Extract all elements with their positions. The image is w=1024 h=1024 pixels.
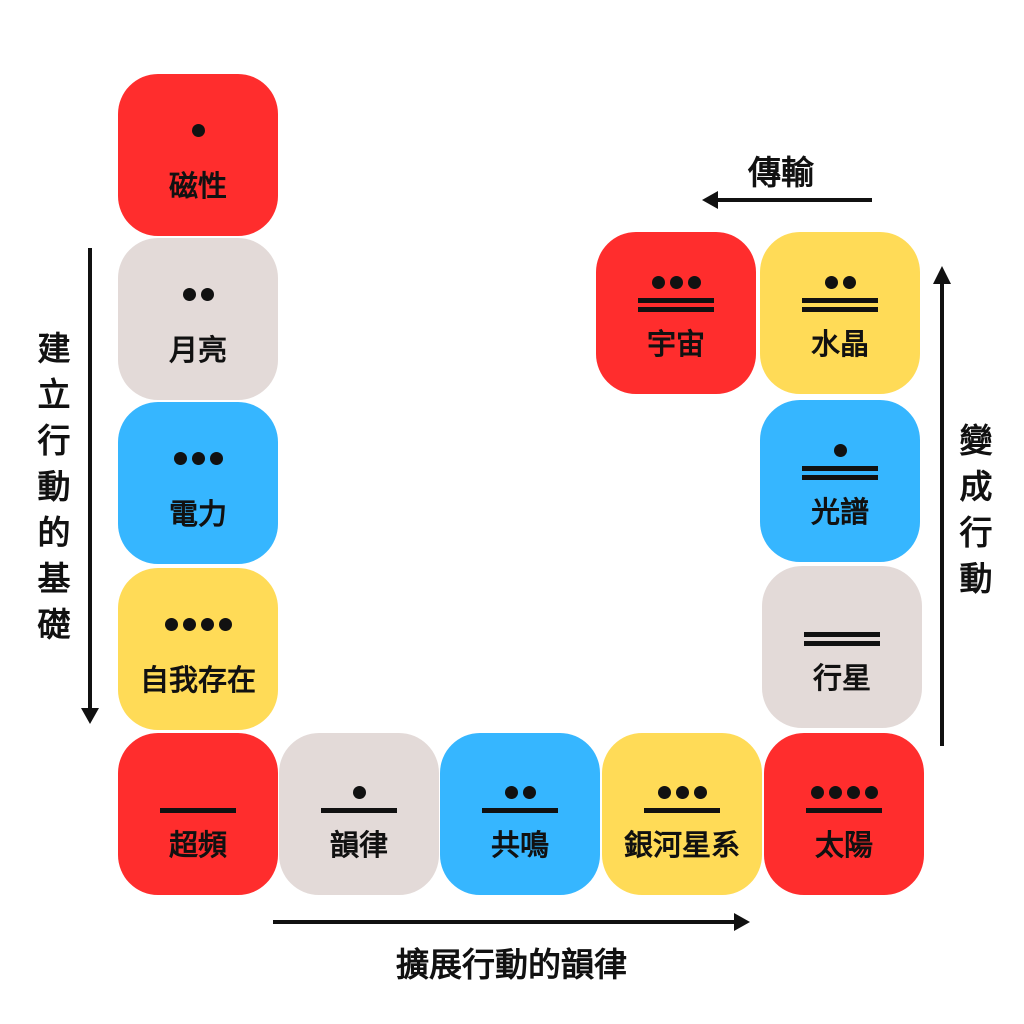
tone-mark bbox=[118, 74, 278, 164]
caption-right: 變成行動 bbox=[959, 421, 993, 598]
tile-label: 電力 bbox=[168, 497, 227, 531]
tone-bar bbox=[806, 808, 882, 813]
tone-bar bbox=[802, 307, 878, 312]
tone-dot bbox=[522, 786, 536, 799]
tone-mark bbox=[760, 232, 920, 322]
tone-bar bbox=[802, 466, 878, 471]
tone-dot bbox=[209, 452, 223, 465]
tone-dot bbox=[828, 786, 842, 799]
tone-bar bbox=[321, 808, 397, 813]
tile-lunar: 月亮 bbox=[118, 238, 278, 400]
tone-bar bbox=[160, 808, 236, 813]
tile-label: 宇宙 bbox=[646, 327, 705, 361]
tone-dot bbox=[669, 276, 683, 289]
tone-dot bbox=[651, 276, 665, 289]
bottom-right-arrow bbox=[273, 913, 750, 931]
tile-label: 銀河星系 bbox=[623, 828, 740, 862]
tone-dot bbox=[504, 786, 518, 799]
tone-dots bbox=[760, 276, 920, 289]
tone-mark bbox=[764, 733, 924, 823]
caption-bottom: 擴展行動的韻律 bbox=[396, 945, 627, 984]
tone-bar bbox=[804, 641, 880, 646]
tone-dots bbox=[440, 786, 600, 799]
tone-mark bbox=[118, 733, 278, 823]
caption-top: 傳輸 bbox=[748, 153, 814, 192]
tone-mark bbox=[118, 568, 278, 658]
tile-spectral: 光譜 bbox=[760, 400, 920, 562]
caption-left: 建立行動的基礎 bbox=[37, 329, 71, 644]
tile-resonant: 共鳴 bbox=[440, 733, 600, 895]
tile-planetary: 行星 bbox=[762, 566, 922, 728]
tile-label: 自我存在 bbox=[139, 663, 256, 697]
tile-label: 太陽 bbox=[814, 828, 873, 862]
tone-bar bbox=[644, 808, 720, 813]
tone-bar bbox=[802, 475, 878, 480]
tile-self-existing: 自我存在 bbox=[118, 568, 278, 730]
tone-mark bbox=[440, 733, 600, 823]
tone-dot bbox=[846, 786, 860, 799]
tone-dot bbox=[191, 124, 205, 137]
tone-dots bbox=[602, 786, 762, 799]
tile-rhythmic: 韻律 bbox=[279, 733, 439, 895]
tone-dot bbox=[200, 288, 214, 301]
tile-solar: 太陽 bbox=[764, 733, 924, 895]
tone-mark bbox=[760, 400, 920, 490]
tone-dot bbox=[687, 276, 701, 289]
tone-dot bbox=[675, 786, 689, 799]
tile-label: 行星 bbox=[812, 661, 871, 695]
tile-label: 超頻 bbox=[168, 828, 227, 862]
tone-dot bbox=[164, 618, 178, 631]
tone-dots bbox=[118, 452, 278, 465]
tone-dot bbox=[182, 288, 196, 301]
tone-dot bbox=[657, 786, 671, 799]
tone-mark bbox=[118, 402, 278, 492]
tone-mark bbox=[596, 232, 756, 322]
tile-crystal: 水晶 bbox=[760, 232, 920, 394]
tone-dots bbox=[764, 786, 924, 799]
right-up-arrow bbox=[933, 266, 951, 746]
tone-dots bbox=[118, 618, 278, 631]
tile-label: 水晶 bbox=[810, 327, 869, 361]
tile-electric: 電力 bbox=[118, 402, 278, 564]
tone-dot bbox=[200, 618, 214, 631]
tone-dot bbox=[824, 276, 838, 289]
tile-label: 韻律 bbox=[329, 828, 388, 862]
tone-dot bbox=[693, 786, 707, 799]
tone-dot bbox=[218, 618, 232, 631]
tile-label: 磁性 bbox=[168, 169, 227, 203]
tone-dot bbox=[182, 618, 196, 631]
tone-dots bbox=[596, 276, 756, 289]
tone-dot bbox=[191, 452, 205, 465]
tile-magnetic: 磁性 bbox=[118, 74, 278, 236]
tone-dots bbox=[760, 444, 920, 457]
tile-galactic: 銀河星系 bbox=[602, 733, 762, 895]
tone-dot bbox=[352, 786, 366, 799]
tone-dot bbox=[842, 276, 856, 289]
tone-mark bbox=[279, 733, 439, 823]
tile-label: 月亮 bbox=[168, 333, 227, 367]
tone-mark bbox=[762, 566, 922, 656]
left-down-arrow bbox=[81, 248, 99, 724]
tone-mark bbox=[118, 238, 278, 328]
tone-dot bbox=[864, 786, 878, 799]
tile-cosmic: 宇宙 bbox=[596, 232, 756, 394]
tone-dots bbox=[118, 124, 278, 137]
tile-label: 光譜 bbox=[810, 495, 869, 529]
tone-dot bbox=[173, 452, 187, 465]
tone-mark bbox=[602, 733, 762, 823]
tile-label: 共鳴 bbox=[490, 828, 549, 862]
tone-dot bbox=[810, 786, 824, 799]
tone-dots bbox=[279, 786, 439, 799]
tone-dot bbox=[833, 444, 847, 457]
tone-bar bbox=[638, 298, 714, 303]
tile-overtone: 超頻 bbox=[118, 733, 278, 895]
tone-bar bbox=[638, 307, 714, 312]
tone-bar bbox=[804, 632, 880, 637]
tone-dots bbox=[118, 288, 278, 301]
tone-bar bbox=[482, 808, 558, 813]
tone-bar bbox=[802, 298, 878, 303]
